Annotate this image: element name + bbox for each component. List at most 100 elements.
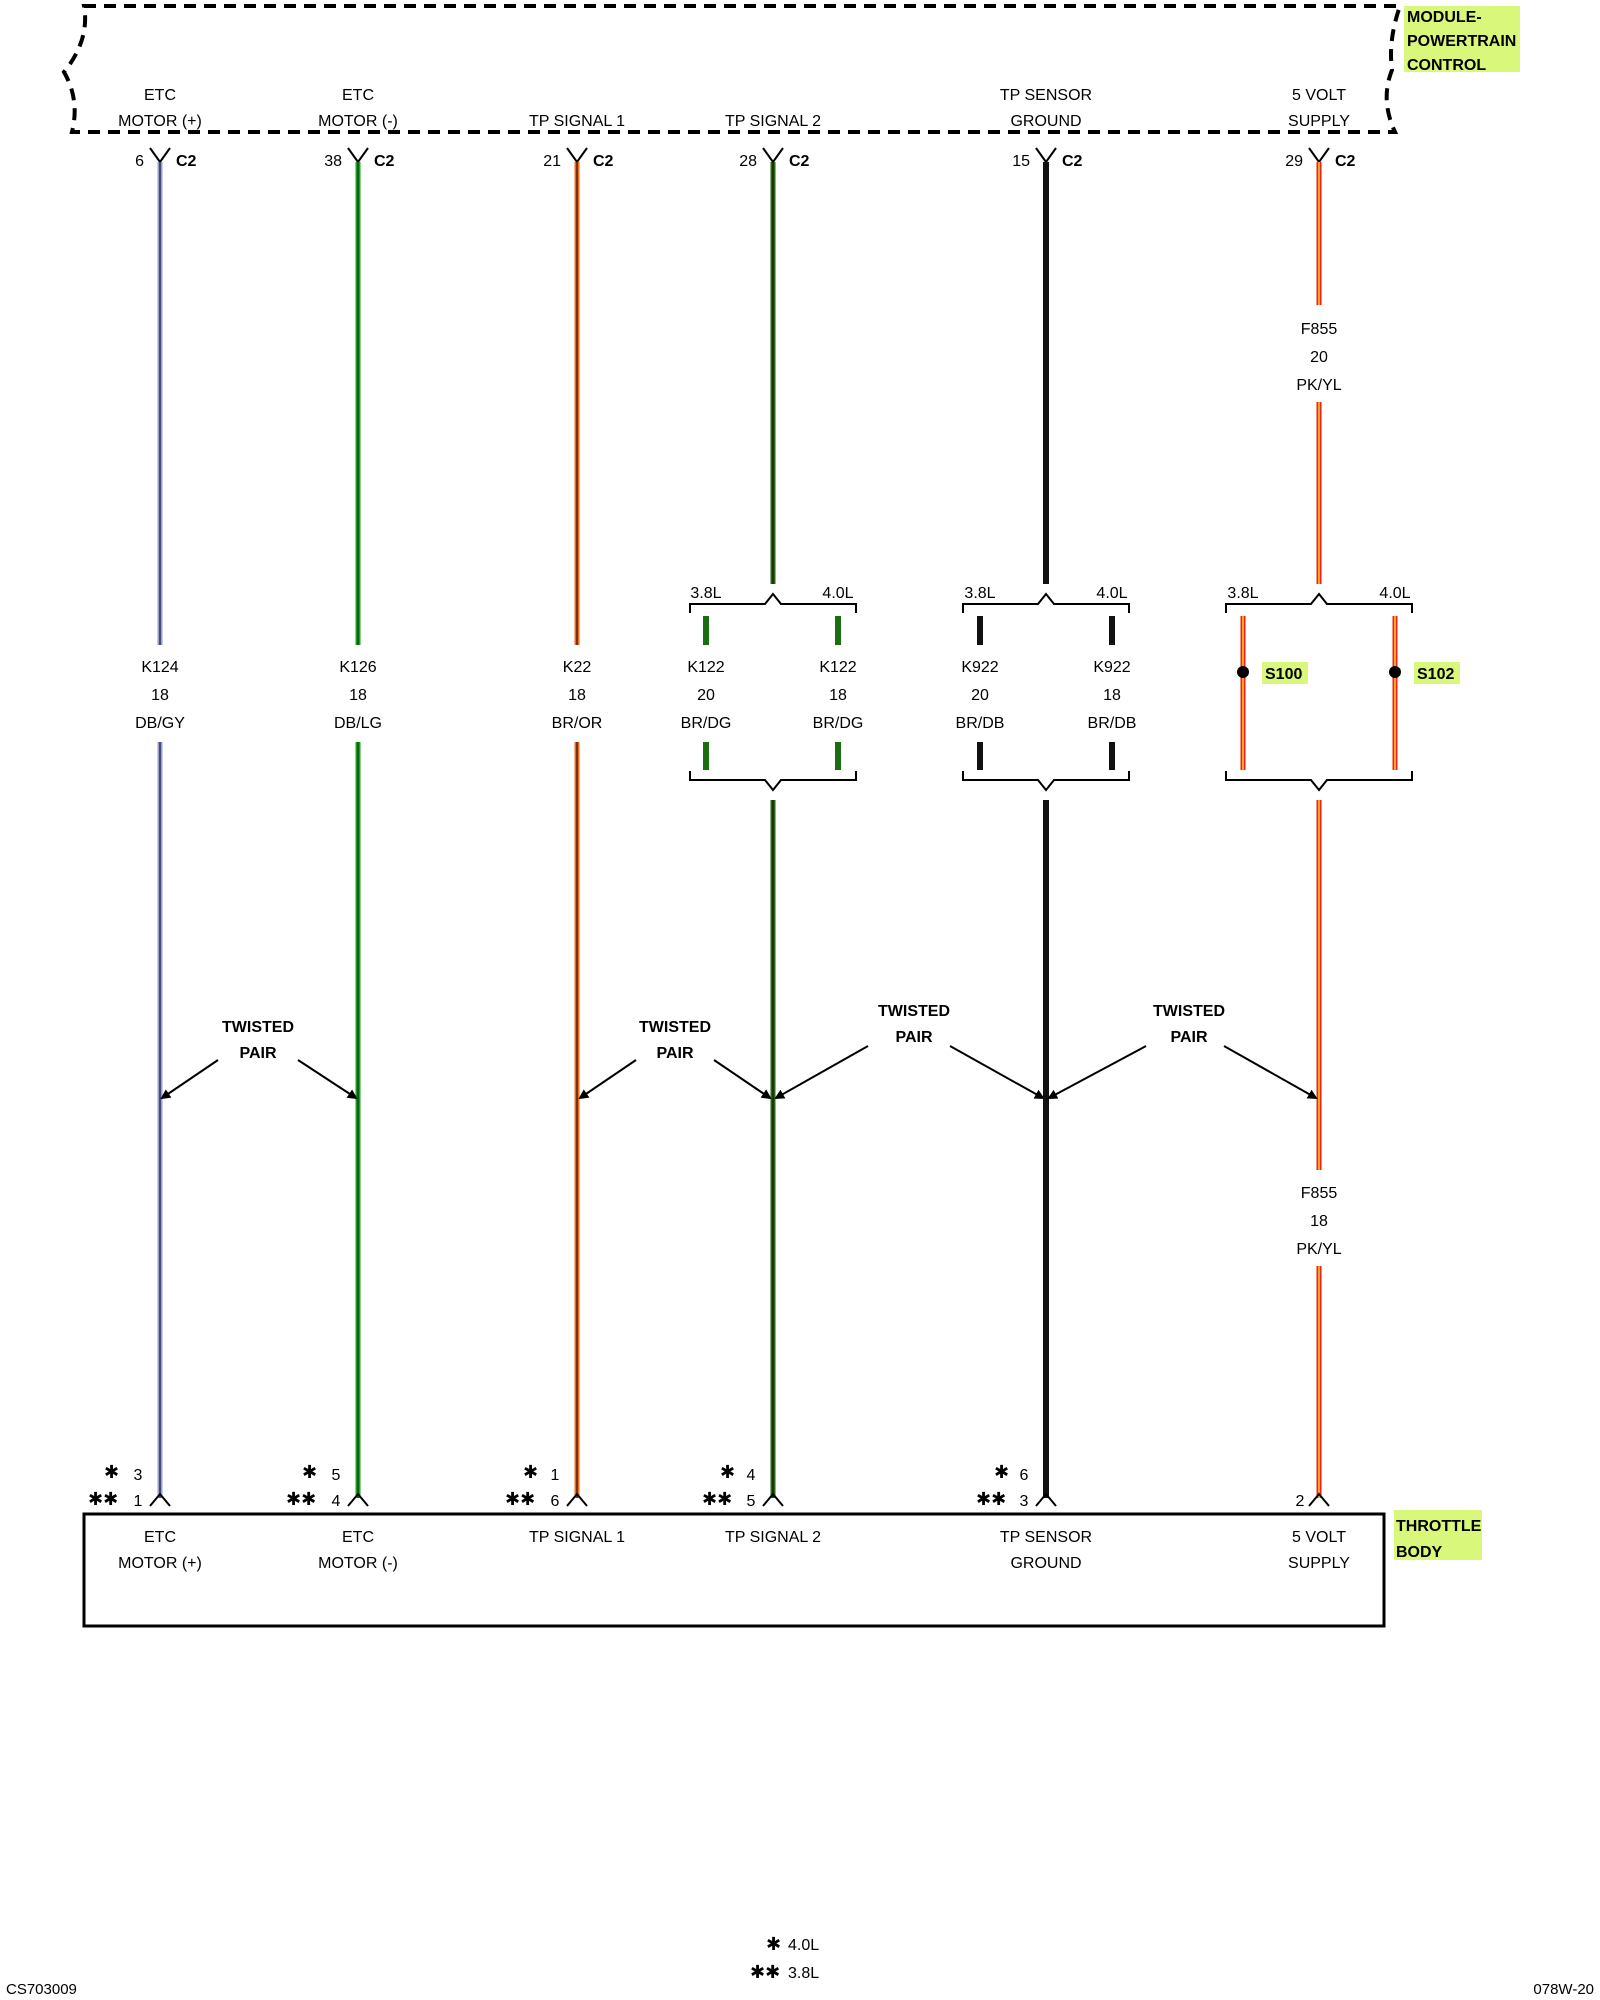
wire-bottom-gauge: 18 (1310, 1213, 1328, 1230)
twisted-pair-arrow-right (713, 1059, 772, 1100)
tb-pin-38l-marker: ✱✱ (88, 1489, 118, 1509)
twisted-pair-callout-2: TWISTED PAIR (578, 1019, 772, 1100)
wire-40l-circuit-id: K922 (1093, 659, 1130, 676)
twisted-pair-arrow-right (297, 1059, 358, 1100)
figure-id-right: 078W-20 (1533, 1981, 1594, 1998)
tb-pin-40l: 3 (134, 1467, 143, 1484)
twisted-pair-arrow-right (949, 1045, 1045, 1099)
splice-s100-dot (1237, 666, 1249, 678)
pcm-pin-label-line-1: ETC (342, 87, 374, 104)
wire-38l-gauge: 20 (971, 687, 989, 704)
wire-color-code: DB/LG (334, 715, 382, 732)
throttle-body-label-highlight (1394, 1510, 1482, 1560)
tb-pin-label-line-2: MOTOR (-) (318, 1555, 398, 1572)
twisted-pair-arrow-left (1047, 1045, 1147, 1099)
wire-circuit-id: K22 (563, 659, 592, 676)
pcm-pin-label-line-1: ETC (144, 87, 176, 104)
twisted-pair-callout-3: TWISTED PAIR (774, 1003, 1045, 1099)
tb-pin-symbol (762, 1492, 784, 1507)
circuit-tp-signal-1: TP SIGNAL 1 21 C2 K22 18 BR/OR ✱ 1 ✱✱ 6 … (505, 113, 625, 1546)
pcm-label-highlight (1404, 6, 1520, 72)
branch-bracket-top (1225, 592, 1413, 613)
tb-pin-40l: 5 (332, 1467, 341, 1484)
twisted-pair-arrow-right (1223, 1045, 1318, 1099)
splice-s102-label: S102 (1417, 666, 1454, 683)
connector-name: C2 (374, 153, 395, 170)
tb-pin-symbol (1308, 1492, 1330, 1507)
tb-pin-label-line-1: TP SENSOR (1000, 1529, 1092, 1546)
connector-name: C2 (789, 153, 810, 170)
wire-gauge: 18 (568, 687, 586, 704)
tb-pin-38l: 4 (332, 1493, 341, 1510)
tb-pin-40l: 1 (551, 1467, 560, 1484)
connector-name: C2 (176, 153, 197, 170)
tb-pin-40l-marker: ✱ (523, 1462, 538, 1482)
throttle-body-box (82, 1512, 1386, 1628)
wire-38l-circuit-id: K122 (687, 659, 724, 676)
pcm-module-boundary (61, 4, 1403, 134)
wire-circuit-id: K124 (141, 659, 178, 676)
throttle-body-label-line-1: THROTTLE (1396, 1518, 1482, 1535)
pcm-pin-number: 29 (1285, 153, 1303, 170)
branch-bracket-bottom (689, 771, 857, 792)
branch-label-38l: 3.8L (964, 585, 995, 602)
tb-pin-38l: 3 (1020, 1493, 1029, 1510)
legend-symbol-40l: ✱ (766, 1934, 781, 1954)
tb-pin-label-line-2: SUPPLY (1288, 1555, 1350, 1572)
throttle-body-label: THROTTLE BODY (1394, 1510, 1482, 1561)
wire-bottom-circuit-id: F855 (1301, 1185, 1338, 1202)
connector-name: C2 (593, 153, 614, 170)
wire-top-color-code: PK/YL (1296, 377, 1341, 394)
pcm-pin-label-line-1: 5 VOLT (1292, 87, 1346, 104)
branch-bracket-top (689, 592, 857, 613)
tb-pin-38l: 1 (134, 1493, 143, 1510)
connector-name: C2 (1062, 153, 1083, 170)
twisted-pair-label-line-1: TWISTED (878, 1003, 950, 1020)
tb-pin-label-line-2: MOTOR (+) (118, 1555, 202, 1572)
twisted-pair-label-line-1: TWISTED (639, 1019, 711, 1036)
legend-text-38l: 3.8L (788, 1965, 819, 1982)
twisted-pair-callout-1: TWISTED PAIR (160, 1019, 358, 1100)
pcm-pin-label-line-1: TP SIGNAL 2 (725, 113, 821, 130)
tb-pin-symbol (149, 1492, 171, 1507)
twisted-pair-arrow-left (774, 1045, 869, 1099)
wire-gauge: 18 (349, 687, 367, 704)
twisted-pair-arrow-left (160, 1059, 219, 1100)
tb-pin-38l-marker: ✱✱ (505, 1489, 535, 1509)
branch-label-40l: 4.0L (822, 585, 853, 602)
pcm-label-line-3: CONTROL (1407, 57, 1486, 74)
wire-40l-color-code: BR/DG (813, 715, 864, 732)
circuit-tp-signal-2: TP SIGNAL 2 28 C2 3.8L 4.0L K122 20 BR/D… (681, 113, 864, 1546)
tb-pin-38l-marker: ✱✱ (702, 1489, 732, 1509)
tb-pin: 2 (1296, 1493, 1305, 1510)
pcm-pin-number: 28 (739, 153, 757, 170)
splice-s100-highlight (1262, 662, 1308, 684)
twisted-pair-label-line-2: PAIR (656, 1045, 693, 1062)
branch-label-38l: 3.8L (1227, 585, 1258, 602)
pcm-pin-label-line-2: SUPPLY (1288, 113, 1350, 130)
pcm-pin-number: 38 (324, 153, 342, 170)
twisted-pair-label-line-1: TWISTED (1153, 1003, 1225, 1020)
pcm-pin-label-line-2: MOTOR (-) (318, 113, 398, 130)
legend-symbol-38l: ✱✱ (750, 1962, 780, 1982)
twisted-pair-label-line-2: PAIR (239, 1045, 276, 1062)
pcm-label-line-2: POWERTRAIN (1407, 33, 1516, 50)
pcm-pin-label-line-2: GROUND (1010, 113, 1081, 130)
wire-40l-gauge: 18 (829, 687, 847, 704)
wire-40l-gauge: 18 (1103, 687, 1121, 704)
circuit-5-volt-supply: 5 VOLT SUPPLY 29 C2 F855 20 PK/YL 3.8L 4… (1225, 87, 1460, 1572)
wire-top-gauge: 20 (1310, 349, 1328, 366)
twisted-pair-callout-4: TWISTED PAIR (1047, 1003, 1318, 1099)
connector-name: C2 (1335, 153, 1356, 170)
tb-pin-40l-marker: ✱ (720, 1462, 735, 1482)
pcm-pin-number: 21 (543, 153, 561, 170)
tb-pin-38l: 5 (747, 1493, 756, 1510)
twisted-pair-label-line-2: PAIR (895, 1029, 932, 1046)
figure-id-left: CS703009 (6, 1981, 77, 1998)
tb-pin-40l-marker: ✱ (994, 1462, 1009, 1482)
tb-pin-label-line-1: ETC (342, 1529, 374, 1546)
circuit-etc-motor-neg: ETC MOTOR (-) 38 C2 K126 18 DB/LG ✱ 5 ✱✱… (286, 87, 398, 1572)
wire-circuit-id: K126 (339, 659, 376, 676)
twisted-pair-arrow-left (578, 1059, 637, 1100)
splice-s100-label: S100 (1265, 666, 1302, 683)
